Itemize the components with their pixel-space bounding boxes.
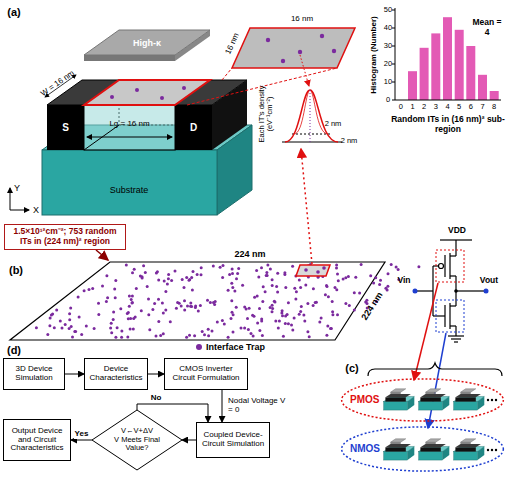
device-group: PMOS (340, 378, 505, 422)
legend-text: Interface Trap (206, 342, 265, 352)
flow-arrow (222, 390, 223, 422)
process-box: 3D Device Simulation (3, 358, 65, 390)
node-text: Coupled Device-Circuit Simulation (200, 431, 266, 449)
signal-name: Vin (397, 276, 410, 286)
tick-label: 1 (410, 103, 414, 111)
flow-arrow (71, 440, 92, 441)
flow-arrow (182, 440, 196, 441)
edge-label: Yes (74, 430, 90, 439)
dimension-label: 2 nm (341, 137, 358, 145)
edge-label: Nodal Voltage V = 0 (227, 397, 291, 415)
node-text: 1.5×10¹²cm⁻²; 753 random ITs in (224 nm)… (8, 227, 122, 246)
axis-title: Histogram (Number) (370, 16, 379, 93)
tick-label: 3 (434, 103, 438, 111)
dimension-label: Lg = 16 nm (109, 120, 149, 129)
node-text: 3D Device Simulation (7, 365, 61, 383)
tick-label: 2 (422, 103, 426, 111)
part-name: S (62, 122, 69, 133)
legend-swatch (196, 344, 202, 350)
part-name: Substrate (110, 185, 149, 195)
tick-label: 5 (457, 103, 461, 111)
annotation: Mean = 4 (471, 18, 503, 37)
tick-label: 10 (384, 78, 392, 86)
node-text: V Meets Final Value? (110, 436, 164, 453)
panel-label: (c) (345, 362, 358, 374)
node-text: Device Characteristics (88, 365, 144, 383)
node-text: Output Device and Circuit Characteristic… (7, 427, 67, 454)
flow-arrow (65, 374, 84, 375)
tick-label: 40 (384, 24, 392, 32)
tick-label: 4 (445, 103, 449, 111)
node-text: PMOS (350, 394, 379, 405)
panel-label: (a) (7, 6, 20, 18)
tick-label: 0 (399, 103, 403, 111)
panel-label: (b) (9, 264, 23, 276)
process-box: CMOS Inverter Circuit Formulation (164, 358, 248, 390)
edge-label: No (150, 394, 163, 403)
axis-title: Each IT's density (eV⁻¹cm⁻²) (258, 72, 275, 156)
dimension-label: 224 nm (234, 249, 265, 259)
node-text: NMOS (350, 443, 380, 454)
tick-label: 0 (386, 96, 390, 104)
dimension-label: 2 nm (325, 120, 342, 128)
tick-label: 8 (492, 103, 496, 111)
process-box: Coupled Device-Circuit Simulation (196, 422, 270, 458)
tick-label: 20 (384, 60, 392, 68)
dimension-label: 16 nm (291, 15, 313, 24)
flow-arrow (148, 374, 164, 375)
legend-row: Interface Trap (196, 341, 265, 352)
part-name: D (190, 122, 197, 133)
signal-name: Vout (480, 276, 498, 286)
tick-label: 30 (384, 42, 392, 50)
axis-label: X (33, 205, 39, 215)
decision-diamond: V←V+ΔVV Meets Final Value? (92, 410, 182, 470)
signal-name: VDD (448, 226, 466, 236)
axis-label: Y (14, 183, 20, 193)
panel-label: (d) (7, 344, 21, 356)
node-text: V←V+ΔV (121, 427, 153, 435)
tick-label: 7 (480, 103, 484, 111)
node-text: CMOS Inverter Circuit Formulation (168, 365, 244, 383)
part-name: High-κ (133, 38, 161, 48)
tick-label: 50 (384, 6, 392, 14)
cmos-inverter (415, 240, 486, 342)
tick-label: 6 (469, 103, 473, 111)
axis-title: Random ITs in (16 nm)² sub-region (389, 115, 506, 134)
process-box: Output Device and Circuit Characteristic… (3, 419, 71, 461)
device-group: NMOS (340, 426, 505, 472)
process-box: Device Characteristics (84, 358, 148, 390)
finfet-device (42, 30, 252, 215)
note-box: 1.5×10¹²cm⁻²; 753 random ITs in (224 nm)… (4, 224, 126, 250)
